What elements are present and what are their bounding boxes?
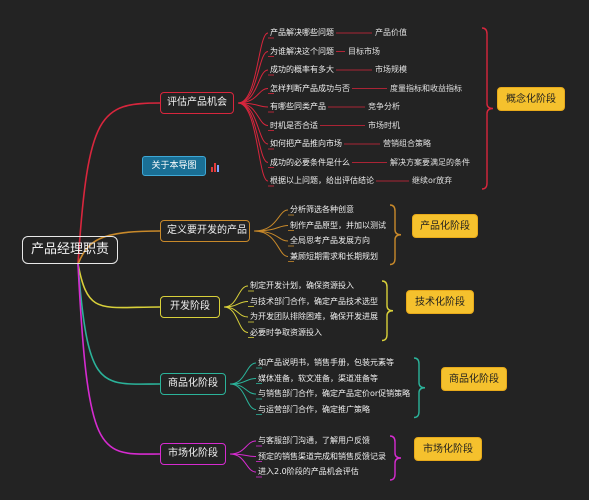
item-detail[interactable]: 市场规模 bbox=[375, 65, 407, 74]
stage-tag[interactable]: 技术化阶段 bbox=[406, 290, 474, 314]
stage-tag[interactable]: 产品化阶段 bbox=[412, 214, 478, 238]
connector bbox=[237, 102, 269, 182]
connector bbox=[229, 362, 257, 385]
connector bbox=[481, 27, 494, 190]
item-label[interactable]: 与销售部门合作，确定产品定价or促销策略 bbox=[258, 389, 411, 398]
branch-node[interactable]: 评估产品机会 bbox=[160, 92, 234, 114]
connector bbox=[253, 209, 289, 232]
item-label[interactable]: 媒体准备，软文准备，渠道准备等 bbox=[258, 373, 378, 383]
connector bbox=[389, 204, 402, 266]
connector bbox=[237, 32, 269, 104]
item-label[interactable]: 如何把产品推向市场 bbox=[270, 139, 342, 148]
item-label[interactable]: 制定开发计划，确保资源投入 bbox=[250, 281, 354, 290]
connector bbox=[237, 88, 269, 104]
connector bbox=[229, 383, 257, 410]
connector bbox=[237, 102, 269, 163]
item-label[interactable]: 成功的概率有多大 bbox=[270, 65, 334, 74]
connector bbox=[413, 357, 426, 419]
item-label[interactable]: 为谁解决这个问题 bbox=[270, 46, 334, 56]
connector bbox=[77, 102, 161, 265]
stage-tag[interactable]: 商品化阶段 bbox=[441, 367, 507, 391]
item-label[interactable]: 时机是否合适 bbox=[270, 120, 318, 130]
item-detail[interactable]: 解决方案要满足的条件 bbox=[390, 157, 470, 167]
stage-tag[interactable]: 市场化阶段 bbox=[414, 437, 482, 461]
branch-node[interactable]: 商品化阶段 bbox=[160, 373, 226, 395]
item-label[interactable]: 全局思考产品发展方向 bbox=[290, 236, 370, 245]
item-label[interactable]: 有哪些同类产品 bbox=[270, 102, 326, 111]
item-detail[interactable]: 竞争分析 bbox=[368, 102, 400, 111]
item-label[interactable]: 分析筛选各种创意 bbox=[290, 205, 354, 214]
connector bbox=[77, 263, 161, 309]
connector bbox=[223, 306, 249, 333]
item-label[interactable]: 产品解决哪些问题 bbox=[270, 28, 334, 37]
connector bbox=[389, 435, 402, 481]
item-label[interactable]: 与客服部门沟通，了解用户反馈 bbox=[258, 436, 370, 445]
item-detail[interactable]: 营销组合策略 bbox=[383, 139, 431, 148]
item-label[interactable]: 与运营部门合作，确定推广策略 bbox=[258, 404, 370, 414]
item-label[interactable]: 与技术部门合作，确定产品技术选型 bbox=[250, 296, 378, 306]
connector bbox=[381, 280, 394, 342]
connector bbox=[223, 285, 249, 308]
item-label[interactable]: 怎样判断产品成功与否 bbox=[270, 83, 350, 93]
connector bbox=[77, 263, 161, 385]
connector bbox=[253, 230, 289, 242]
connector bbox=[229, 440, 257, 455]
item-label[interactable]: 制作产品原型，并加以测试 bbox=[290, 220, 386, 230]
item-label[interactable]: 如产品说明书，销售手册，包装元素等 bbox=[258, 358, 394, 367]
connector bbox=[229, 453, 257, 473]
item-detail[interactable]: 度量指标和收益指标 bbox=[390, 83, 462, 93]
item-detail[interactable]: 目标市场 bbox=[348, 46, 380, 56]
item-label[interactable]: 根据以上问题，给出评估结论 bbox=[270, 176, 374, 185]
item-detail[interactable]: 产品价值 bbox=[375, 28, 407, 37]
about-map-button[interactable]: 关于本导图 bbox=[142, 156, 206, 176]
item-label[interactable]: 必要时争取资源投入 bbox=[250, 327, 322, 337]
item-label[interactable]: 预定的销售渠道完成和销售反馈记录 bbox=[258, 451, 386, 461]
connector bbox=[253, 230, 289, 257]
connector bbox=[237, 69, 269, 104]
item-label[interactable]: 兼顾短期需求和长期规划 bbox=[290, 251, 378, 261]
item-label[interactable]: 进入2.0阶段的产品机会评估 bbox=[258, 467, 359, 476]
connector bbox=[223, 306, 249, 318]
branch-node[interactable]: 市场化阶段 bbox=[160, 443, 226, 465]
item-detail[interactable]: 继续or放弃 bbox=[412, 176, 453, 185]
branch-node[interactable]: 定义要开发的产品 bbox=[160, 220, 250, 242]
mini-chart-icon[interactable] bbox=[211, 163, 221, 172]
item-label[interactable]: 为开发团队排除困难，确保开发进展 bbox=[250, 312, 378, 321]
connector bbox=[77, 230, 161, 265]
branch-node[interactable]: 开发阶段 bbox=[160, 296, 220, 318]
item-detail[interactable]: 市场时机 bbox=[368, 120, 400, 130]
stage-tag[interactable]: 概念化阶段 bbox=[497, 87, 565, 111]
item-label[interactable]: 成功的必要条件是什么 bbox=[270, 157, 350, 167]
connector bbox=[237, 51, 269, 104]
root-node[interactable]: 产品经理职责 bbox=[22, 236, 118, 264]
connector bbox=[77, 263, 161, 455]
